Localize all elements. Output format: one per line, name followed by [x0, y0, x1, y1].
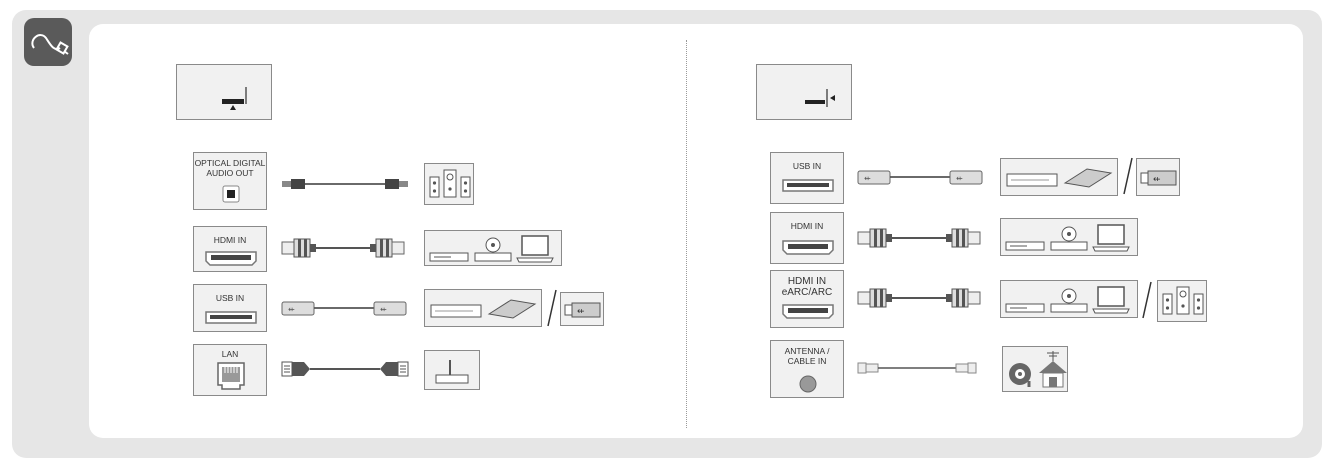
port-label: HDMI IN [790, 221, 824, 231]
set-top-box-icon [1005, 303, 1045, 313]
laptop-icon [1092, 224, 1130, 252]
port-label: HDMI IN [213, 235, 247, 245]
svg-text:⇷: ⇷ [577, 307, 585, 317]
port-label: OPTICAL DIGITAL AUDIO OUT [194, 158, 266, 178]
hdmi-devices-group [1000, 218, 1138, 256]
usb-stick-icon: ⇷ [560, 292, 604, 326]
speaker-system-icon [424, 163, 474, 205]
tv-bottom-port-icon [176, 64, 272, 120]
antenna-house-icon [1002, 346, 1068, 392]
usb-stick-icon: ⇷ [1136, 158, 1180, 196]
port-label: LAN [221, 349, 239, 359]
cable-plug-icon [24, 18, 72, 66]
hdmi-devices-group [424, 230, 562, 266]
svg-text:⇷: ⇷ [288, 305, 295, 314]
port-usb-in: USB IN [193, 284, 267, 332]
external-hdd-icon [424, 289, 542, 327]
set-top-box-icon [429, 252, 469, 262]
disc-player-icon [1050, 226, 1088, 251]
external-hdd-icon [1000, 158, 1118, 196]
laptop-icon [1092, 286, 1130, 314]
svg-text:⇷: ⇷ [1153, 175, 1161, 185]
svg-text:⇷: ⇷ [864, 174, 871, 183]
disc-player-icon [474, 237, 512, 262]
port-antenna-cable-in: ANTENNA / CABLE IN [770, 340, 844, 398]
laptop-icon [516, 235, 554, 263]
center-divider [686, 40, 687, 428]
tv-side-port-icon [756, 64, 852, 120]
port-label: ANTENNA / CABLE IN [784, 346, 830, 366]
port-hdmi-in-right: HDMI IN [770, 212, 844, 264]
set-top-box-icon [1005, 241, 1045, 251]
router-icon [424, 350, 480, 390]
svg-text:⇷: ⇷ [956, 174, 963, 183]
svg-text:⇷: ⇷ [380, 305, 387, 314]
port-label: HDMI IN eARC/ARC [781, 276, 833, 298]
hdmi-devices-group [1000, 280, 1138, 318]
port-label: USB IN [215, 293, 245, 303]
port-label: USB IN [792, 161, 822, 171]
port-hdmi-in: HDMI IN [193, 226, 267, 272]
port-optical-digital-audio-out: OPTICAL DIGITAL AUDIO OUT [193, 152, 267, 210]
port-hdmi-in-earc: HDMI IN eARC/ARC [770, 270, 844, 328]
disc-player-icon [1050, 288, 1088, 313]
speaker-system-icon [1157, 280, 1207, 322]
port-usb-in-right: USB IN [770, 152, 844, 204]
port-lan: LAN [193, 344, 267, 396]
